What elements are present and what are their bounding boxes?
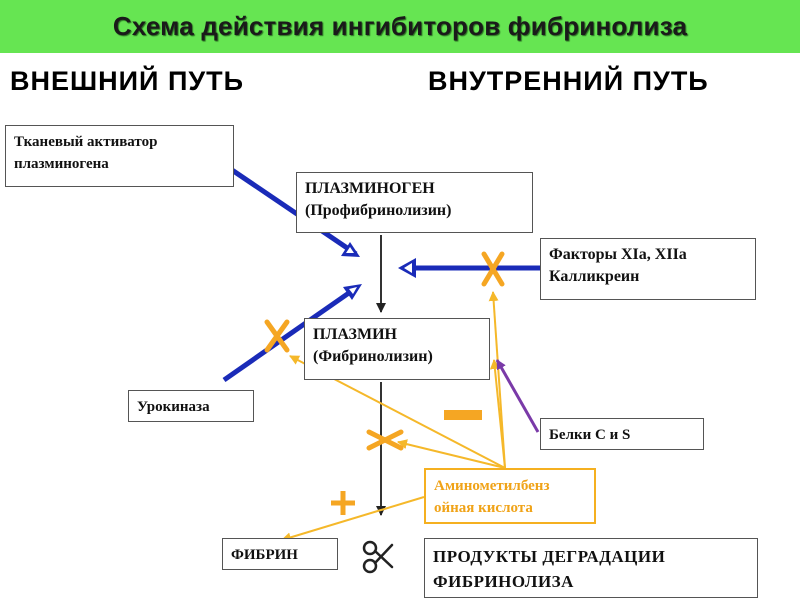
node-line: ПЛАЗМИН — [313, 326, 397, 343]
activation-arrow-factors — [398, 258, 540, 278]
scissors-icon — [362, 540, 394, 574]
node-line: плазминогена — [14, 156, 109, 172]
tissue-activator-box: Тканевый активатор плазминогена — [5, 125, 234, 187]
node-line: (Фибринолизин) — [313, 348, 433, 365]
cross-block-icon — [366, 429, 404, 451]
node-line: Факторы XIa, XIIa — [549, 246, 687, 263]
proteins-arrow — [495, 359, 540, 433]
plasmin-box: ПЛАЗМИН (Фибринолизин) — [304, 318, 490, 380]
aminomethylbenzoic-acid-box: Аминометилбенз ойная кислота — [424, 468, 596, 524]
cross-block-icon — [264, 319, 290, 353]
node-line: ФИБРИН — [231, 547, 298, 563]
activation-arrow-urokinase — [222, 284, 362, 383]
degradation-products-box: ПРОДУКТЫ ДЕГРАДАЦИИ ФИБРИНОЛИЗА — [424, 538, 758, 598]
node-line: ФИБРИНОЛИЗА — [433, 572, 574, 591]
cross-block-icon — [481, 251, 505, 287]
plus-icon — [331, 491, 355, 515]
factors-box: Факторы XIa, XIIa Калликреин — [540, 238, 756, 300]
node-line: ПРОДУКТЫ ДЕГРАДАЦИИ — [433, 547, 666, 566]
node-line: (Профибринолизин) — [305, 202, 452, 219]
activation-arrow-tissue — [230, 167, 360, 257]
external-path-heading: ВНЕШНИЙ ПУТЬ — [10, 66, 245, 96]
node-line: ойная кислота — [434, 500, 533, 516]
node-line: Урокиназа — [137, 399, 210, 415]
plasminogen-box: ПЛАЗМИНОГЕН (Профибринолизин) — [296, 172, 533, 233]
node-line: Калликреин — [549, 268, 640, 285]
title-bar: Схема действия ингибиторов фибринолиза — [0, 0, 800, 53]
urokinase-box: Урокиназа — [128, 390, 254, 422]
page-title: Схема действия ингибиторов фибринолиза — [112, 11, 688, 41]
node-line: Тканевый активатор — [14, 134, 158, 150]
minus-icon — [444, 410, 482, 420]
node-line: Белки C и S — [549, 427, 631, 443]
node-line: Аминометилбенз — [434, 478, 550, 494]
acid-inhibitor-lines — [281, 291, 506, 543]
node-line: ПЛАЗМИНОГЕН — [305, 180, 435, 197]
internal-path-heading: ВНУТРЕННИЙ ПУТЬ — [428, 66, 709, 96]
proteins-box: Белки C и S — [540, 418, 704, 450]
fibrin-box: ФИБРИН — [222, 538, 338, 570]
